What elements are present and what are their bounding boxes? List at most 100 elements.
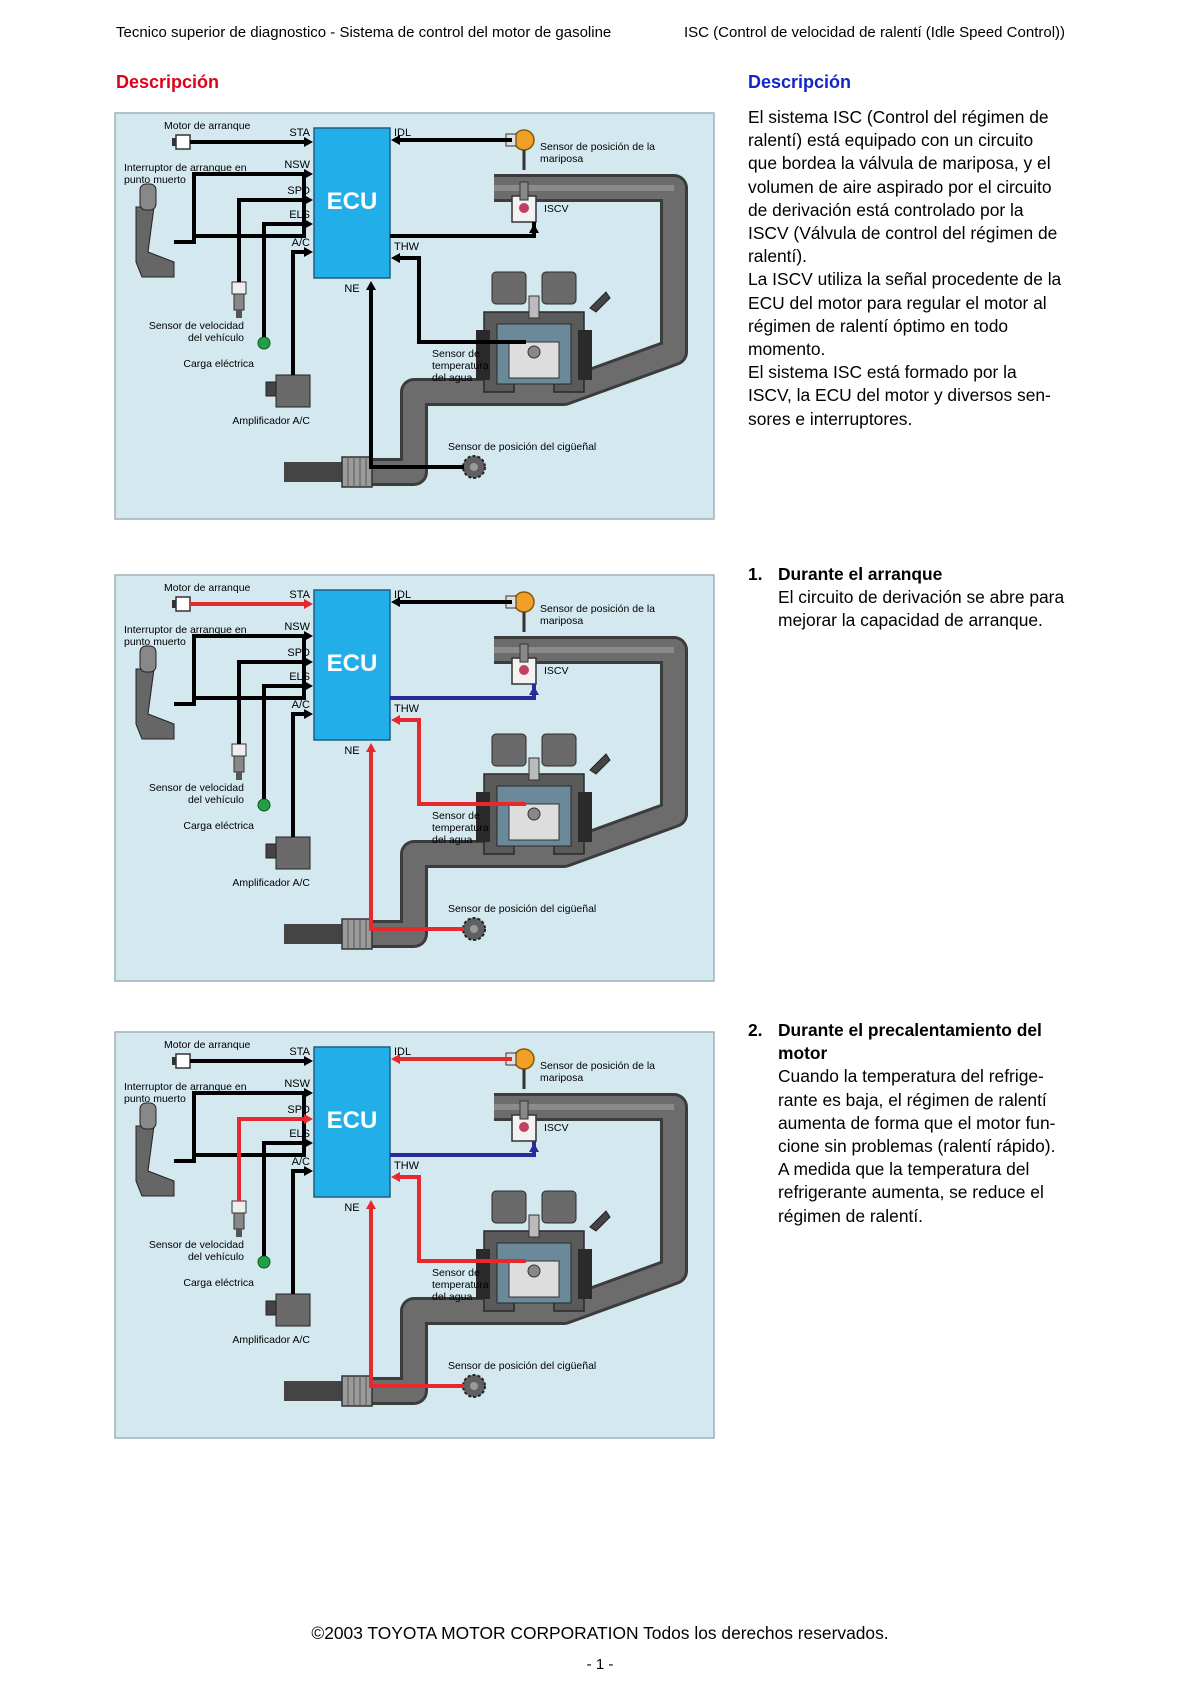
pin-spd: SPD [287,1104,310,1116]
left-section-title: Descripción [116,72,220,92]
label-water-temp-sensor: Sensor de [432,810,480,822]
pin-ac: A/C [292,237,310,249]
wire-spd [237,660,304,744]
item-text-line: Cuando la temperatura del refrige- [778,1066,1044,1087]
item-text-line: A medida que la temperatura del [778,1159,1030,1180]
pin-spd: SPD [287,647,310,659]
wire-nsw-path [174,634,304,706]
wire-ne [369,290,464,469]
wire-ac [291,1169,304,1294]
pin-els: ELS [289,209,310,221]
ecu-label: ECU [327,650,378,677]
pin-thw: THW [394,241,420,253]
label-neutral-switch: punto muerto [124,1093,186,1105]
label-throttle-sensor: mariposa [540,1072,583,1084]
label-electric-load: Carga eléctrica [183,1277,254,1289]
label-starter-motor: Motor de arranque [164,582,251,594]
engine-block [476,1190,611,1312]
pin-idl: IDL [394,1046,411,1058]
item-title: Durante el arranque [778,564,943,584]
item-text-line: régimen de ralentí. [778,1205,924,1226]
pin-ac: A/C [292,1156,310,1168]
label-water-temp-sensor: del agua [432,834,472,846]
wire-nsw-path [174,1091,304,1163]
wire-ac [291,250,304,375]
label-ac-amplifier: Amplificador A/C [232,1334,310,1346]
wire-els [262,684,304,799]
label-crank-sensor: Sensor de posición del cigüeñal [448,1360,596,1372]
label-iscv: ISCV [544,203,569,215]
description-line: régimen de ralentí óptimo en todo [748,315,1009,336]
label-iscv: ISCV [544,665,569,677]
label-ac-amplifier: Amplificador A/C [232,877,310,889]
ac-amplifier-icon [265,836,311,870]
air-cleaner [341,456,373,488]
item-number: 1. [748,564,763,584]
label-throttle-sensor: Sensor de posición de la [540,141,655,153]
label-speed-sensor: del vehículo [188,794,244,806]
wire-thw [400,718,526,806]
header-right: ISC (Control de velocidad de ralentí (Id… [684,24,1066,41]
pin-nsw: NSW [284,621,310,633]
pin-ac: A/C [292,699,310,711]
description-line: de derivación está controlado por la [748,199,1024,220]
electric-load-icon [257,798,271,812]
pin-els: ELS [289,1128,310,1140]
ecu-box [313,589,391,741]
header-left: Tecnico superior de diagnostico - Sistem… [116,24,612,41]
pin-idl: IDL [394,127,411,139]
label-water-temp-sensor: temperatura [432,1279,489,1291]
pin-spd: SPD [287,185,310,197]
description-text: El sistema ISC (Control del régimen de r… [748,106,1061,431]
label-crank-sensor: Sensor de posición del cigüeñal [448,903,596,915]
wire-thw [400,256,526,344]
label-neutral-switch: punto muerto [124,174,186,186]
pin-thw: THW [394,703,420,715]
description-line: ralentí). [748,246,807,267]
label-water-temp-sensor: temperatura [432,822,489,834]
label-water-temp-sensor: del agua [432,372,472,384]
item-text-line: mejorar la capacidad de arranque. [778,610,1043,631]
item-text-line: rante es baja, el régimen de ralentí [778,1089,1047,1110]
description-line: El sistema ISC está formado por la [748,362,1017,383]
item-text-line: refrigerante aumenta, se reduce el [778,1182,1044,1203]
wire-ne [369,752,464,931]
description-line: La ISCV utiliza la señal procedente de l… [748,269,1062,290]
label-water-temp-sensor: Sensor de [432,1267,480,1279]
wire-ac [291,712,304,837]
page-number: - 1 - [586,1656,614,1673]
description-line: ralentí) está equipado con un circuito [748,130,1034,151]
wire-els [262,222,304,337]
description-line: sores e interruptores. [748,408,913,429]
label-throttle-sensor: mariposa [540,153,583,165]
label-speed-sensor: Sensor de velocidad [149,782,244,794]
label-neutral-switch: Interruptor de arranque en [124,1081,247,1093]
item-text-line: El circuito de derivación se abre para [778,587,1065,608]
iscv-valve [511,181,537,223]
pin-ne: NE [344,283,359,295]
pin-els: ELS [289,671,310,683]
pin-sta: STA [289,127,310,139]
label-electric-load: Carga eléctrica [183,820,254,832]
neutral-switch-icon [135,645,175,740]
pin-nsw: NSW [284,159,310,171]
speed-sensor-icon [231,1200,247,1237]
wire-spd [237,1117,304,1201]
label-water-temp-sensor: Sensor de [432,348,480,360]
description-line: que bordea la válvula de mariposa, y el [748,153,1051,174]
label-iscv: ISCV [544,1122,569,1134]
label-speed-sensor: Sensor de velocidad [149,1239,244,1251]
item-text-line: cione sin problemas (ralentí rápido). [778,1136,1056,1157]
label-starter-motor: Motor de arranque [164,120,251,132]
electric-load-icon [257,336,271,350]
wire-thw [400,1175,526,1263]
pin-sta: STA [289,589,310,601]
label-crank-sensor: Sensor de posición del cigüeñal [448,441,596,453]
label-speed-sensor: Sensor de velocidad [149,320,244,332]
label-water-temp-sensor: del agua [432,1291,472,1303]
